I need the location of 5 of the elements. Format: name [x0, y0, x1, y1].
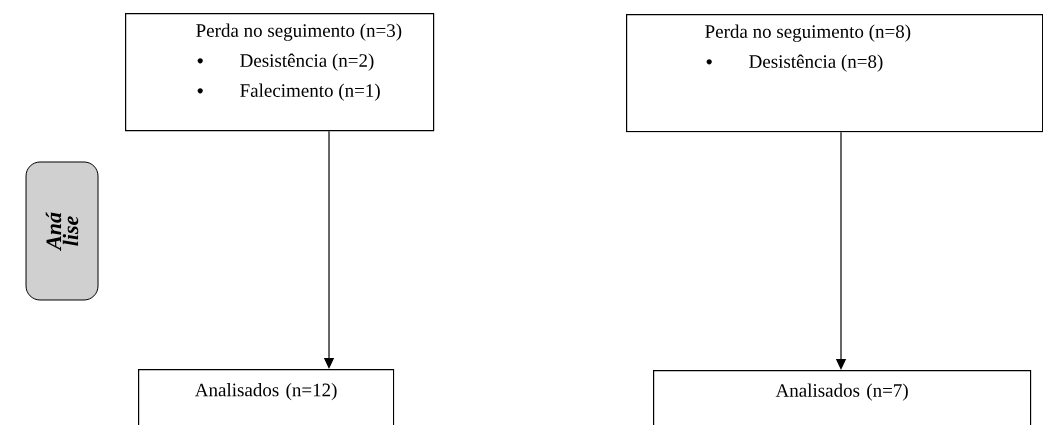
process-box: Analisados (n=12)	[138, 369, 395, 425]
side-label-box: Aná lise	[25, 161, 99, 301]
list-box: Perda no seguimento (n=8) Desistência (n=8)	[626, 14, 1043, 133]
process-box: Analisados (n=7)	[653, 370, 1032, 425]
list-box: Perda no seguimento (n=3) Desistência (n=2) Falecimento (n=1)	[125, 13, 435, 132]
